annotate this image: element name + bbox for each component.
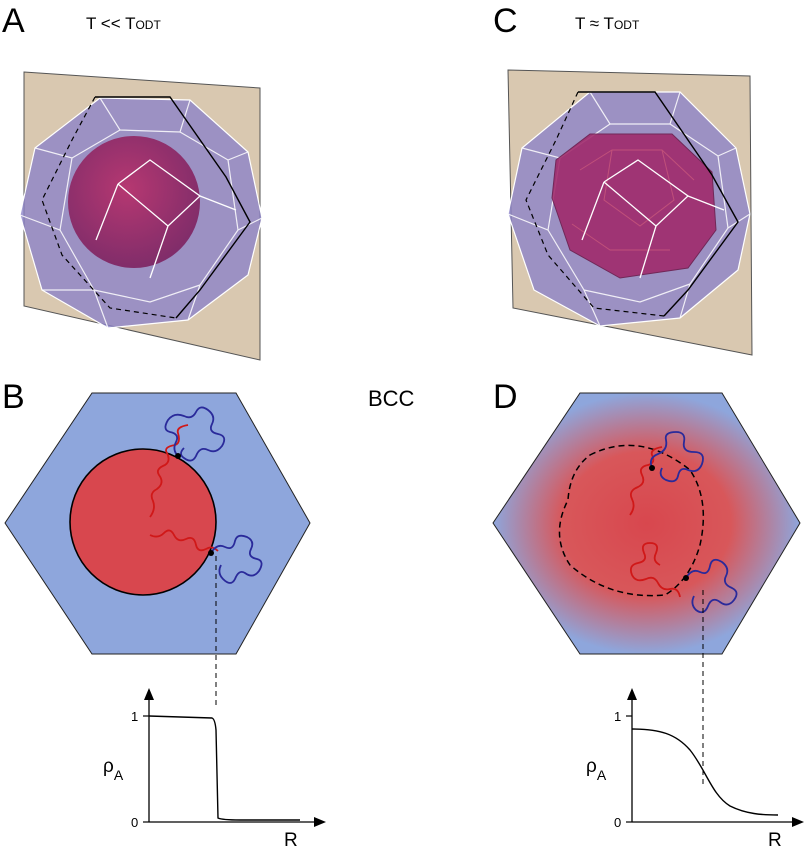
y-tick-label-1-right: 1 [614,709,621,724]
core-circle-b [69,448,217,596]
hexagon-section-a-dashed [41,96,177,319]
hexagon-section-c-solid [578,91,739,317]
junction-point-1-b [175,453,181,459]
y-tick-label-1-left: 1 [131,709,138,724]
panel-label-a: A [2,2,25,40]
density-plot-right: 1 0 ρA R [586,688,804,851]
x-axis-label-left: R [284,830,298,851]
temperature-main-c: T ≈ T [575,14,614,33]
y-axis-label-main-left: ρ [103,756,114,777]
interface-contour-d [558,444,705,597]
chain-red-1-d [629,446,663,516]
panel-b-cross-section [4,392,311,706]
panel-label-c: C [493,2,518,40]
y-axis-label-sub-left: A [114,767,124,783]
chain-red-2-b [149,529,219,552]
hexagon-section-c-dashed [525,91,665,317]
junction-point-2-d [683,575,689,581]
spherical-core-a [68,136,200,268]
front-edges-a [95,159,237,279]
x-axis-label-right: R [768,830,782,851]
x-axis-arrow-left [314,817,326,827]
temperature-label-a: T << TODT [86,14,161,34]
chain-red-2-d [629,542,681,598]
chain-blue-1-b [164,406,226,462]
y-axis-label-right: ρA [586,756,607,783]
hexagon-section-a-solid [95,96,251,319]
density-curve-left [148,715,300,821]
bcc-label: BCC [368,386,415,411]
chain-blue-1-d [649,431,704,483]
front-edges-c [581,159,725,279]
density-plot-left: 1 0 ρA R [103,688,326,851]
cell-edges-a [19,97,263,329]
y-tick-label-0-right: 0 [614,815,621,830]
y-axis-arrow-right [627,688,637,700]
panel-a-3d-cell [19,71,263,361]
faceted-core-c [551,133,717,279]
panel-label-b: B [2,378,25,416]
y-axis-label-left: ρA [103,756,124,783]
panel-d-cross-section [492,392,801,785]
y-axis-arrow-left [144,688,154,700]
y-axis-label-main-right: ρ [586,756,597,777]
temperature-main-a: T << T [86,14,136,33]
junction-point-2-b [208,550,214,556]
density-curve-right [631,728,779,816]
panel-c-3d-cell [507,69,753,356]
junction-point-1-d [649,465,655,471]
chain-red-1-b [149,424,189,518]
temperature-sub-a: ODT [135,18,161,32]
y-tick-label-0-left: 0 [131,815,138,830]
y-axis-label-sub-right: A [597,767,607,783]
temperature-sub-c: ODT [613,18,640,32]
panel-label-d: D [493,378,518,416]
x-axis-arrow-right [792,817,804,827]
chain-blue-2-b [210,534,263,584]
hexagon-matrix-d [492,392,801,655]
chain-blue-2-d [685,558,738,614]
temperature-label-c: T ≈ TODT [575,14,639,34]
